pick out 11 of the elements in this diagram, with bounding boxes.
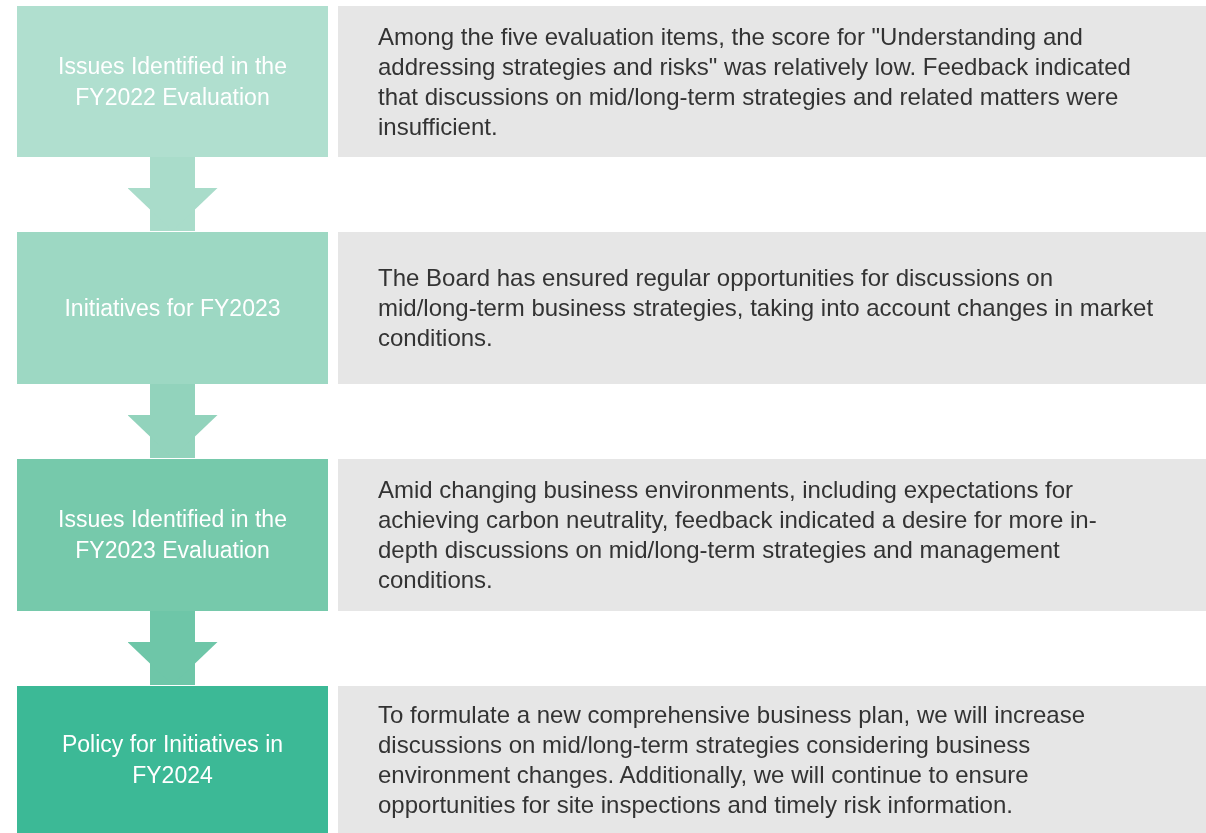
description-box: The Board has ensured regular opportunities for discussions on mid/long-term business strategies, taking into account changes in market conditions. xyxy=(338,232,1206,384)
down-arrow xyxy=(127,384,218,458)
down-arrow xyxy=(127,157,218,231)
stage-box: Initiatives for FY2023 xyxy=(17,232,328,384)
description-box: Amid changing business environments, including expectations for achieving carbon neutrality, feedback indicated a desire for more in-depth discussions on mid/long-term strategies and management conditions. xyxy=(338,459,1206,611)
description-box: To formulate a new comprehensive business plan, we will increase discussions on mid/long-term strategies considering business environment changes. Additionally, we will continue to ensure opportunities for site inspections and timely risk information. xyxy=(338,686,1206,833)
down-arrow xyxy=(127,611,218,685)
stage-box: Issues Identified in the FY2023 Evaluation xyxy=(17,459,328,611)
stage-box: Issues Identified in the FY2022 Evaluation xyxy=(17,6,328,157)
description-box: Among the five evaluation items, the score for "Understanding and addressing strategies and risks" was relatively low. Feedback indicated that discussions on mid/long-term strategies and related matters were insufficient. xyxy=(338,6,1206,157)
stage-box: Policy for Initiatives in FY2024 xyxy=(17,686,328,833)
